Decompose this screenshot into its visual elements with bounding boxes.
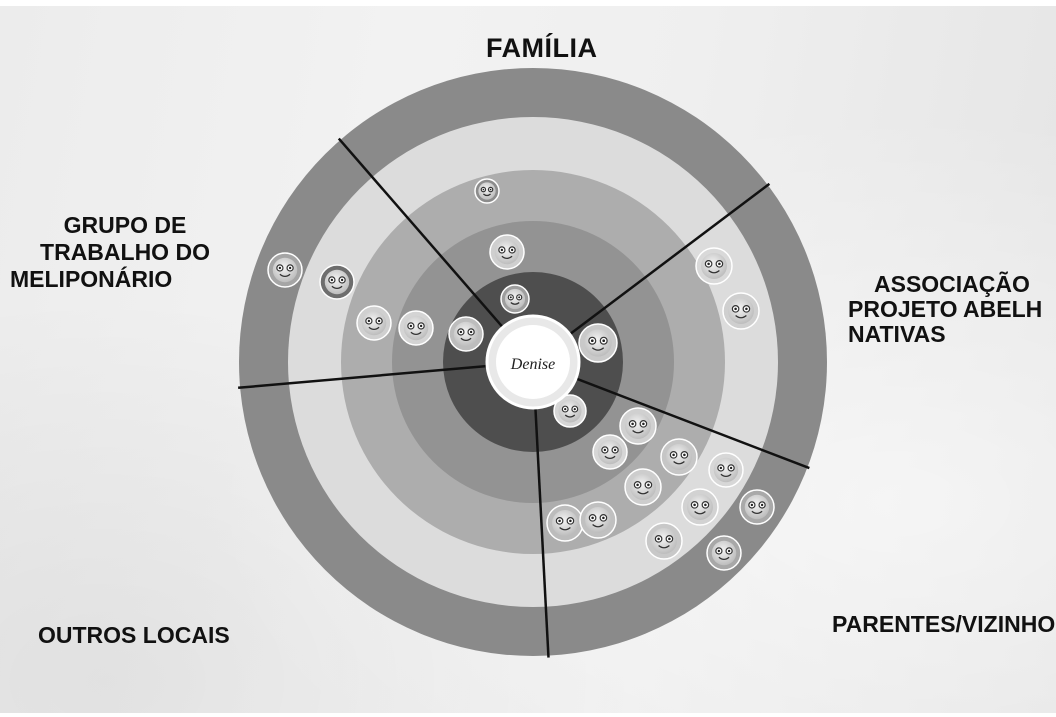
photo-top-border [0, 0, 1056, 6]
sector-label-grupo-de-trabalho: GRUPO DE TRABALHO DO MELIPONÁRIO [10, 212, 240, 293]
smiley-sticker-icon [681, 488, 719, 526]
sector-divider-1 [567, 182, 771, 337]
smiley-sticker-icon [267, 252, 303, 288]
center-person-name: Denise [510, 356, 555, 373]
smiley-sticker-icon [474, 178, 500, 204]
smiley-sticker-icon [706, 535, 742, 571]
smiley-sticker-icon [578, 323, 618, 363]
smiley-sticker-icon [645, 522, 683, 560]
center-label-disc [496, 325, 570, 399]
smiley-sticker-icon [500, 284, 530, 314]
sector-label-parentes: PARENTES/VIZINHOS/AMIG [832, 611, 1056, 637]
smiley-sticker-icon [356, 305, 392, 341]
sector-label-outros-locais: OUTROS LOCAIS [38, 622, 230, 648]
smiley-sticker-icon [553, 394, 587, 428]
sector-divider-4 [238, 364, 490, 390]
sector-label-assoc-line-3: NATIVAS [848, 321, 946, 347]
smiley-sticker-icon [579, 501, 617, 539]
smiley-sticker-icon [708, 452, 744, 488]
smiley-sticker-icon [489, 234, 525, 270]
smiley-sticker-icon [592, 434, 628, 470]
smiley-sticker-icon [398, 310, 434, 346]
smiley-sticker-icon [695, 247, 733, 285]
smiley-sticker-icon [624, 468, 662, 506]
smiley-sticker-icon [660, 438, 698, 476]
photo-bottom-border [0, 713, 1056, 717]
sector-label-grupo-line-3: MELIPONÁRIO [10, 266, 173, 292]
smiley-sticker-icon [319, 264, 355, 300]
sector-divider-3 [534, 405, 550, 658]
center-person-circle: Denise [485, 314, 581, 410]
smiley-sticker-icon [619, 407, 657, 445]
sector-divider-2 [573, 376, 810, 470]
sector-divider-lines [238, 137, 810, 658]
sector-divider-5 [337, 137, 506, 330]
smiley-sticker-icon [722, 292, 760, 330]
sector-label-grupo-line-2: TRABALHO DO [40, 239, 210, 265]
smiley-sticker-icon [448, 316, 484, 352]
smiley-sticker-group [267, 178, 775, 571]
smiley-sticker-icon [739, 489, 775, 525]
sector-label-assoc-line-1: ASSOCIAÇÃO [874, 271, 1030, 297]
sector-label-grupo-line-1: GRUPO DE [63, 212, 187, 238]
smiley-sticker-icon [546, 504, 584, 542]
sector-label-assoc-line-2: PROJETO ABELH [848, 296, 1043, 322]
sector-label-associacao: ASSOCIAÇÃO PROJETO ABELH NATIVAS [848, 272, 1042, 347]
sector-label-familia: FAMÍLIA [486, 33, 598, 63]
